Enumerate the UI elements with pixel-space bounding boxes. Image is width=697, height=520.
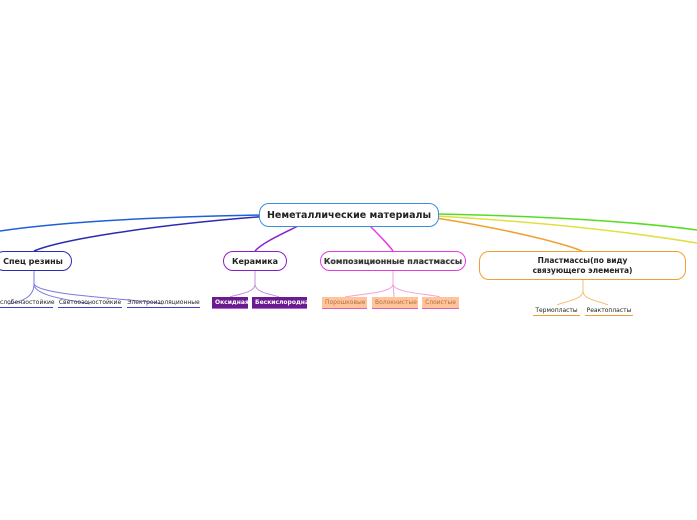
connector-composite (369, 225, 394, 252)
connector-rubber-child-3 (33, 283, 164, 305)
connector-composite-child-1 (344, 271, 394, 298)
connector-plastics-child-1 (556, 280, 584, 306)
connector-ceramics-child-1 (229, 271, 256, 298)
connector-offscreen-right-yellow (435, 215, 697, 244)
branch-label-rubber: Спец резины (3, 256, 63, 266)
connector-plastics (435, 217, 583, 252)
leaf-rubber-1[interactable]: слобензостойкие (0, 299, 55, 308)
root-node[interactable]: Неметаллические материалы (259, 203, 439, 227)
branch-node-composite[interactable]: Композиционные пластмассы (320, 251, 466, 271)
connector-ceramics-child-2 (254, 283, 280, 298)
connector-plastics-child-2 (582, 290, 609, 306)
connector-offscreen-right-green (435, 213, 697, 231)
connector-composite-child-3 (392, 283, 441, 298)
root-label: Неметаллические материалы (266, 209, 432, 221)
branch-label-ceramics: Керамика (231, 256, 279, 266)
connector-rubber-child-2 (33, 283, 91, 305)
leaf-plastics-1[interactable]: Термопласты (533, 306, 580, 316)
connector-composite-child-2 (392, 283, 395, 298)
branch-label-composite: Композиционные пластмассы (323, 256, 463, 266)
branch-node-plastics[interactable]: Пластмассы(по виду связующего элемента) (479, 251, 686, 280)
connector-rubber (33, 215, 271, 252)
connector-offscreen-left (0, 214, 263, 232)
leaf-rubber-3[interactable]: Электроизоляционные (127, 299, 200, 308)
connector-ceramics (254, 224, 301, 252)
branch-node-ceramics[interactable]: Керамика (223, 251, 287, 271)
leaf-composite-1[interactable]: Порошковые (322, 297, 367, 309)
leaf-composite-2[interactable]: Волокнистые (372, 297, 418, 309)
leaf-plastics-2[interactable]: Реактопласты (585, 307, 633, 316)
leaf-rubber-2[interactable]: Светоозоностойкие (58, 299, 122, 308)
branch-node-rubber[interactable]: Спец резины (0, 251, 72, 271)
branch-label-plastics: Пластмассы(по виду связующего элемента) (532, 255, 633, 275)
leaf-ceramics-1[interactable]: Оксидная (212, 297, 249, 309)
leaf-ceramics-2[interactable]: Бескислородная (252, 297, 313, 309)
leaf-composite-3[interactable]: Слоистые (422, 297, 459, 309)
